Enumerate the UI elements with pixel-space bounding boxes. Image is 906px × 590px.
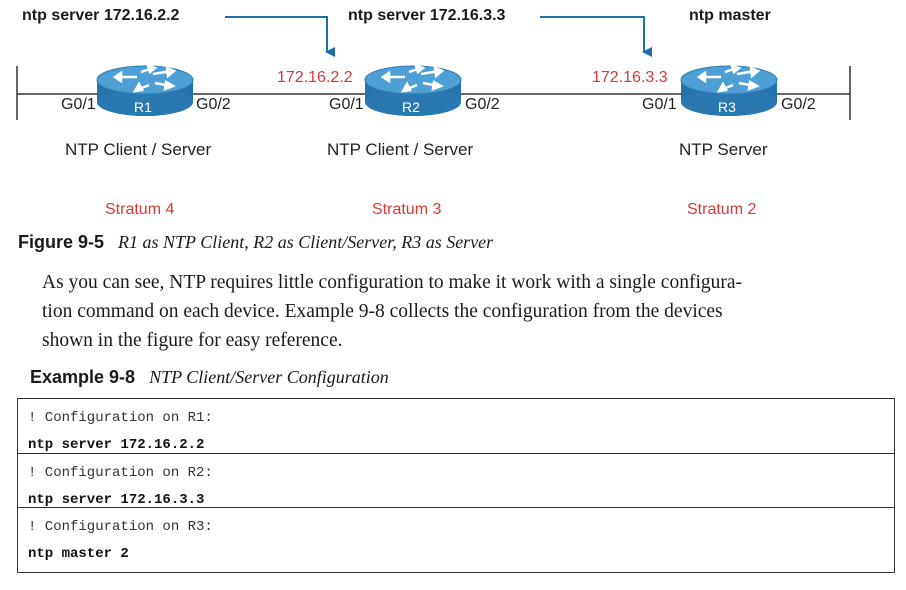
command-label-r1: ntp server 172.16.2.2 bbox=[22, 7, 180, 24]
code-block: ! Configuration on R3: ntp master 2 bbox=[18, 507, 894, 572]
example-caption: Example 9-8 NTP Client/Server Configurati… bbox=[30, 367, 389, 388]
code-comment: ! Configuration on R1: bbox=[28, 410, 213, 426]
interface-label: G0/2 bbox=[781, 96, 816, 113]
router-role-r2: NTP Client / Server bbox=[327, 140, 474, 159]
stratum-label-r1: Stratum 4 bbox=[105, 201, 175, 218]
router-role-r3: NTP Server bbox=[679, 140, 768, 159]
body-paragraph: As you can see, NTP requires little conf… bbox=[42, 268, 872, 355]
figure-caption: Figure 9-5 R1 as NTP Client, R2 as Client… bbox=[18, 232, 493, 253]
router-name-r1: R1 bbox=[134, 99, 152, 115]
code-command: ntp master 2 bbox=[28, 546, 129, 562]
code-comment: ! Configuration on R3: bbox=[28, 519, 213, 535]
code-block: ! Configuration on R1: ntp server 172.16… bbox=[18, 399, 894, 453]
figure-caption-text: R1 as NTP Client, R2 as Client/Server, R… bbox=[118, 232, 494, 252]
command-label-r3: ntp master bbox=[689, 7, 771, 24]
interface-label: G0/1 bbox=[329, 96, 364, 113]
router-role-r1: NTP Client / Server bbox=[65, 140, 212, 159]
paragraph-line: tion command on each device. Example 9-8… bbox=[42, 301, 723, 322]
paragraph-line: As you can see, NTP requires little conf… bbox=[42, 272, 743, 293]
arrow-r1-to-r2 bbox=[225, 16, 335, 57]
router-icon bbox=[680, 64, 778, 116]
paragraph-line: shown in the figure for easy reference. bbox=[42, 330, 343, 351]
stratum-label-r2: Stratum 3 bbox=[372, 201, 442, 218]
interface-label: G0/1 bbox=[61, 96, 96, 113]
command-label-r2: ntp server 172.16.3.3 bbox=[348, 7, 506, 24]
code-command: ntp server 172.16.3.3 bbox=[28, 492, 205, 508]
router-name-r3: R3 bbox=[718, 99, 736, 115]
router-name-r2: R2 bbox=[402, 99, 420, 115]
interface-label: G0/2 bbox=[465, 96, 500, 113]
example-number: Example 9-8 bbox=[30, 367, 136, 387]
code-example-table: ! Configuration on R1: ntp server 172.16… bbox=[17, 398, 895, 573]
example-caption-text: NTP Client/Server Configuration bbox=[149, 367, 389, 387]
code-block: ! Configuration on R2: ntp server 172.16… bbox=[18, 453, 894, 508]
interface-label: G0/2 bbox=[196, 96, 231, 113]
router-icon bbox=[96, 64, 194, 116]
figure-number: Figure 9-5 bbox=[18, 232, 105, 252]
arrow-r2-to-r3 bbox=[540, 16, 652, 57]
ip-label-r2: 172.16.2.2 bbox=[277, 69, 353, 86]
code-command: ntp server 172.16.2.2 bbox=[28, 437, 205, 453]
stratum-label-r3: Stratum 2 bbox=[687, 201, 757, 218]
code-comment: ! Configuration on R2: bbox=[28, 465, 213, 481]
router-icon bbox=[364, 64, 462, 116]
ntp-topology-diagram bbox=[16, 16, 851, 120]
interface-label: G0/1 bbox=[642, 96, 677, 113]
ip-label-r3: 172.16.3.3 bbox=[592, 69, 668, 86]
